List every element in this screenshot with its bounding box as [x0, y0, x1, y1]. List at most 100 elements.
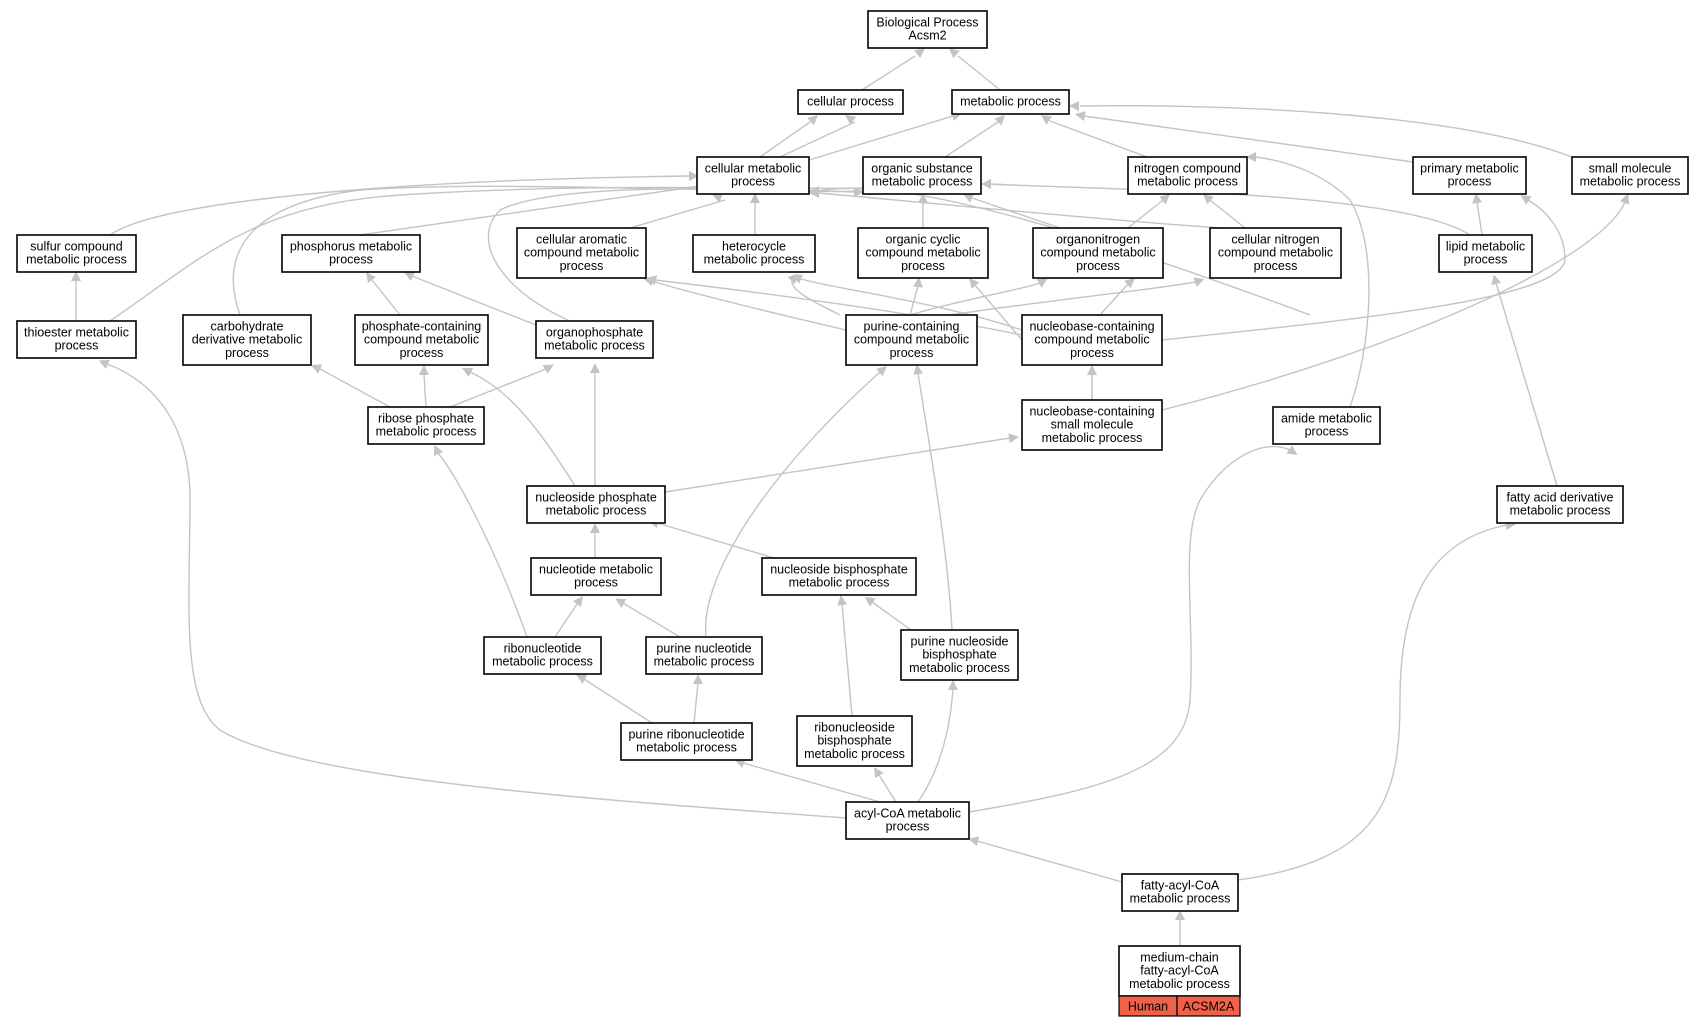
tag-label: ACSM2A: [1183, 1000, 1235, 1014]
node-box: [857, 227, 989, 279]
edge-arrowhead: [854, 187, 864, 197]
edge: [704, 371, 881, 638]
node-box: [1209, 227, 1342, 279]
go-term-node-mp[interactable]: metabolic process: [951, 89, 1070, 115]
edge: [109, 175, 691, 236]
node-box: [1021, 314, 1163, 366]
edge: [411, 275, 537, 326]
node-label: derivative metabolic: [192, 333, 302, 347]
edge: [622, 602, 681, 638]
node-label: process: [400, 346, 444, 360]
edge: [1099, 283, 1129, 316]
edge-arrowhead: [1286, 445, 1298, 455]
node-label: nucleotide metabolic: [539, 563, 653, 577]
edge: [861, 55, 916, 91]
node-label: compound metabolic: [1040, 246, 1155, 260]
node-label: cellular aromatic: [536, 232, 627, 246]
node-box: [16, 320, 137, 359]
node-label: purine nucleoside: [911, 634, 1009, 648]
edge-layer: [71, 48, 1630, 946]
node-label: metabolic process: [789, 576, 890, 590]
edge-arrowhead: [1008, 433, 1019, 444]
edge: [554, 603, 578, 638]
node-label: process: [1464, 253, 1508, 267]
edge-arrowhead: [1203, 194, 1214, 205]
edge-arrowhead: [1041, 115, 1053, 125]
edge: [359, 185, 701, 236]
edge: [878, 774, 897, 803]
node-box: [951, 89, 1070, 115]
edge-arrowhead: [1159, 194, 1170, 205]
node-box: [1032, 227, 1164, 279]
node-label: process: [731, 175, 775, 189]
edge: [909, 285, 919, 316]
edge: [1209, 199, 1246, 229]
edge: [1476, 201, 1483, 236]
node-label: metabolic process: [26, 253, 127, 267]
edge-arrowhead: [311, 364, 323, 374]
gene-tag[interactable]: ACSM2A: [1176, 995, 1241, 1017]
go-term-node-cp[interactable]: cellular process: [797, 89, 904, 115]
edge-arrowhead: [71, 271, 81, 281]
edge-arrowhead: [433, 444, 443, 456]
node-label: nucleoside bisphosphate: [770, 563, 908, 577]
node-label: nucleobase-containing: [1029, 404, 1154, 418]
edge-arrowhead: [792, 274, 804, 284]
edge: [841, 603, 853, 717]
edge-arrowhead: [1193, 277, 1205, 288]
node-box: [1272, 406, 1381, 445]
tag-box: [1176, 995, 1241, 1017]
node-label: metabolic process: [1510, 504, 1611, 518]
edge-arrowhead: [98, 359, 110, 369]
species-tag[interactable]: Human: [1118, 995, 1178, 1017]
node-label: process: [225, 346, 269, 360]
edge-arrowhead: [461, 367, 474, 377]
edge-arrowhead: [366, 272, 376, 283]
edge: [968, 445, 1291, 813]
edge-arrowhead: [918, 193, 928, 203]
edge-arrowhead: [1520, 195, 1532, 205]
edge: [1254, 156, 1370, 408]
edge: [371, 279, 401, 316]
edge: [800, 278, 1023, 331]
edge-arrowhead: [693, 674, 703, 684]
node-label: primary metabolic: [1420, 162, 1519, 176]
edge-arrowhead: [807, 115, 818, 126]
